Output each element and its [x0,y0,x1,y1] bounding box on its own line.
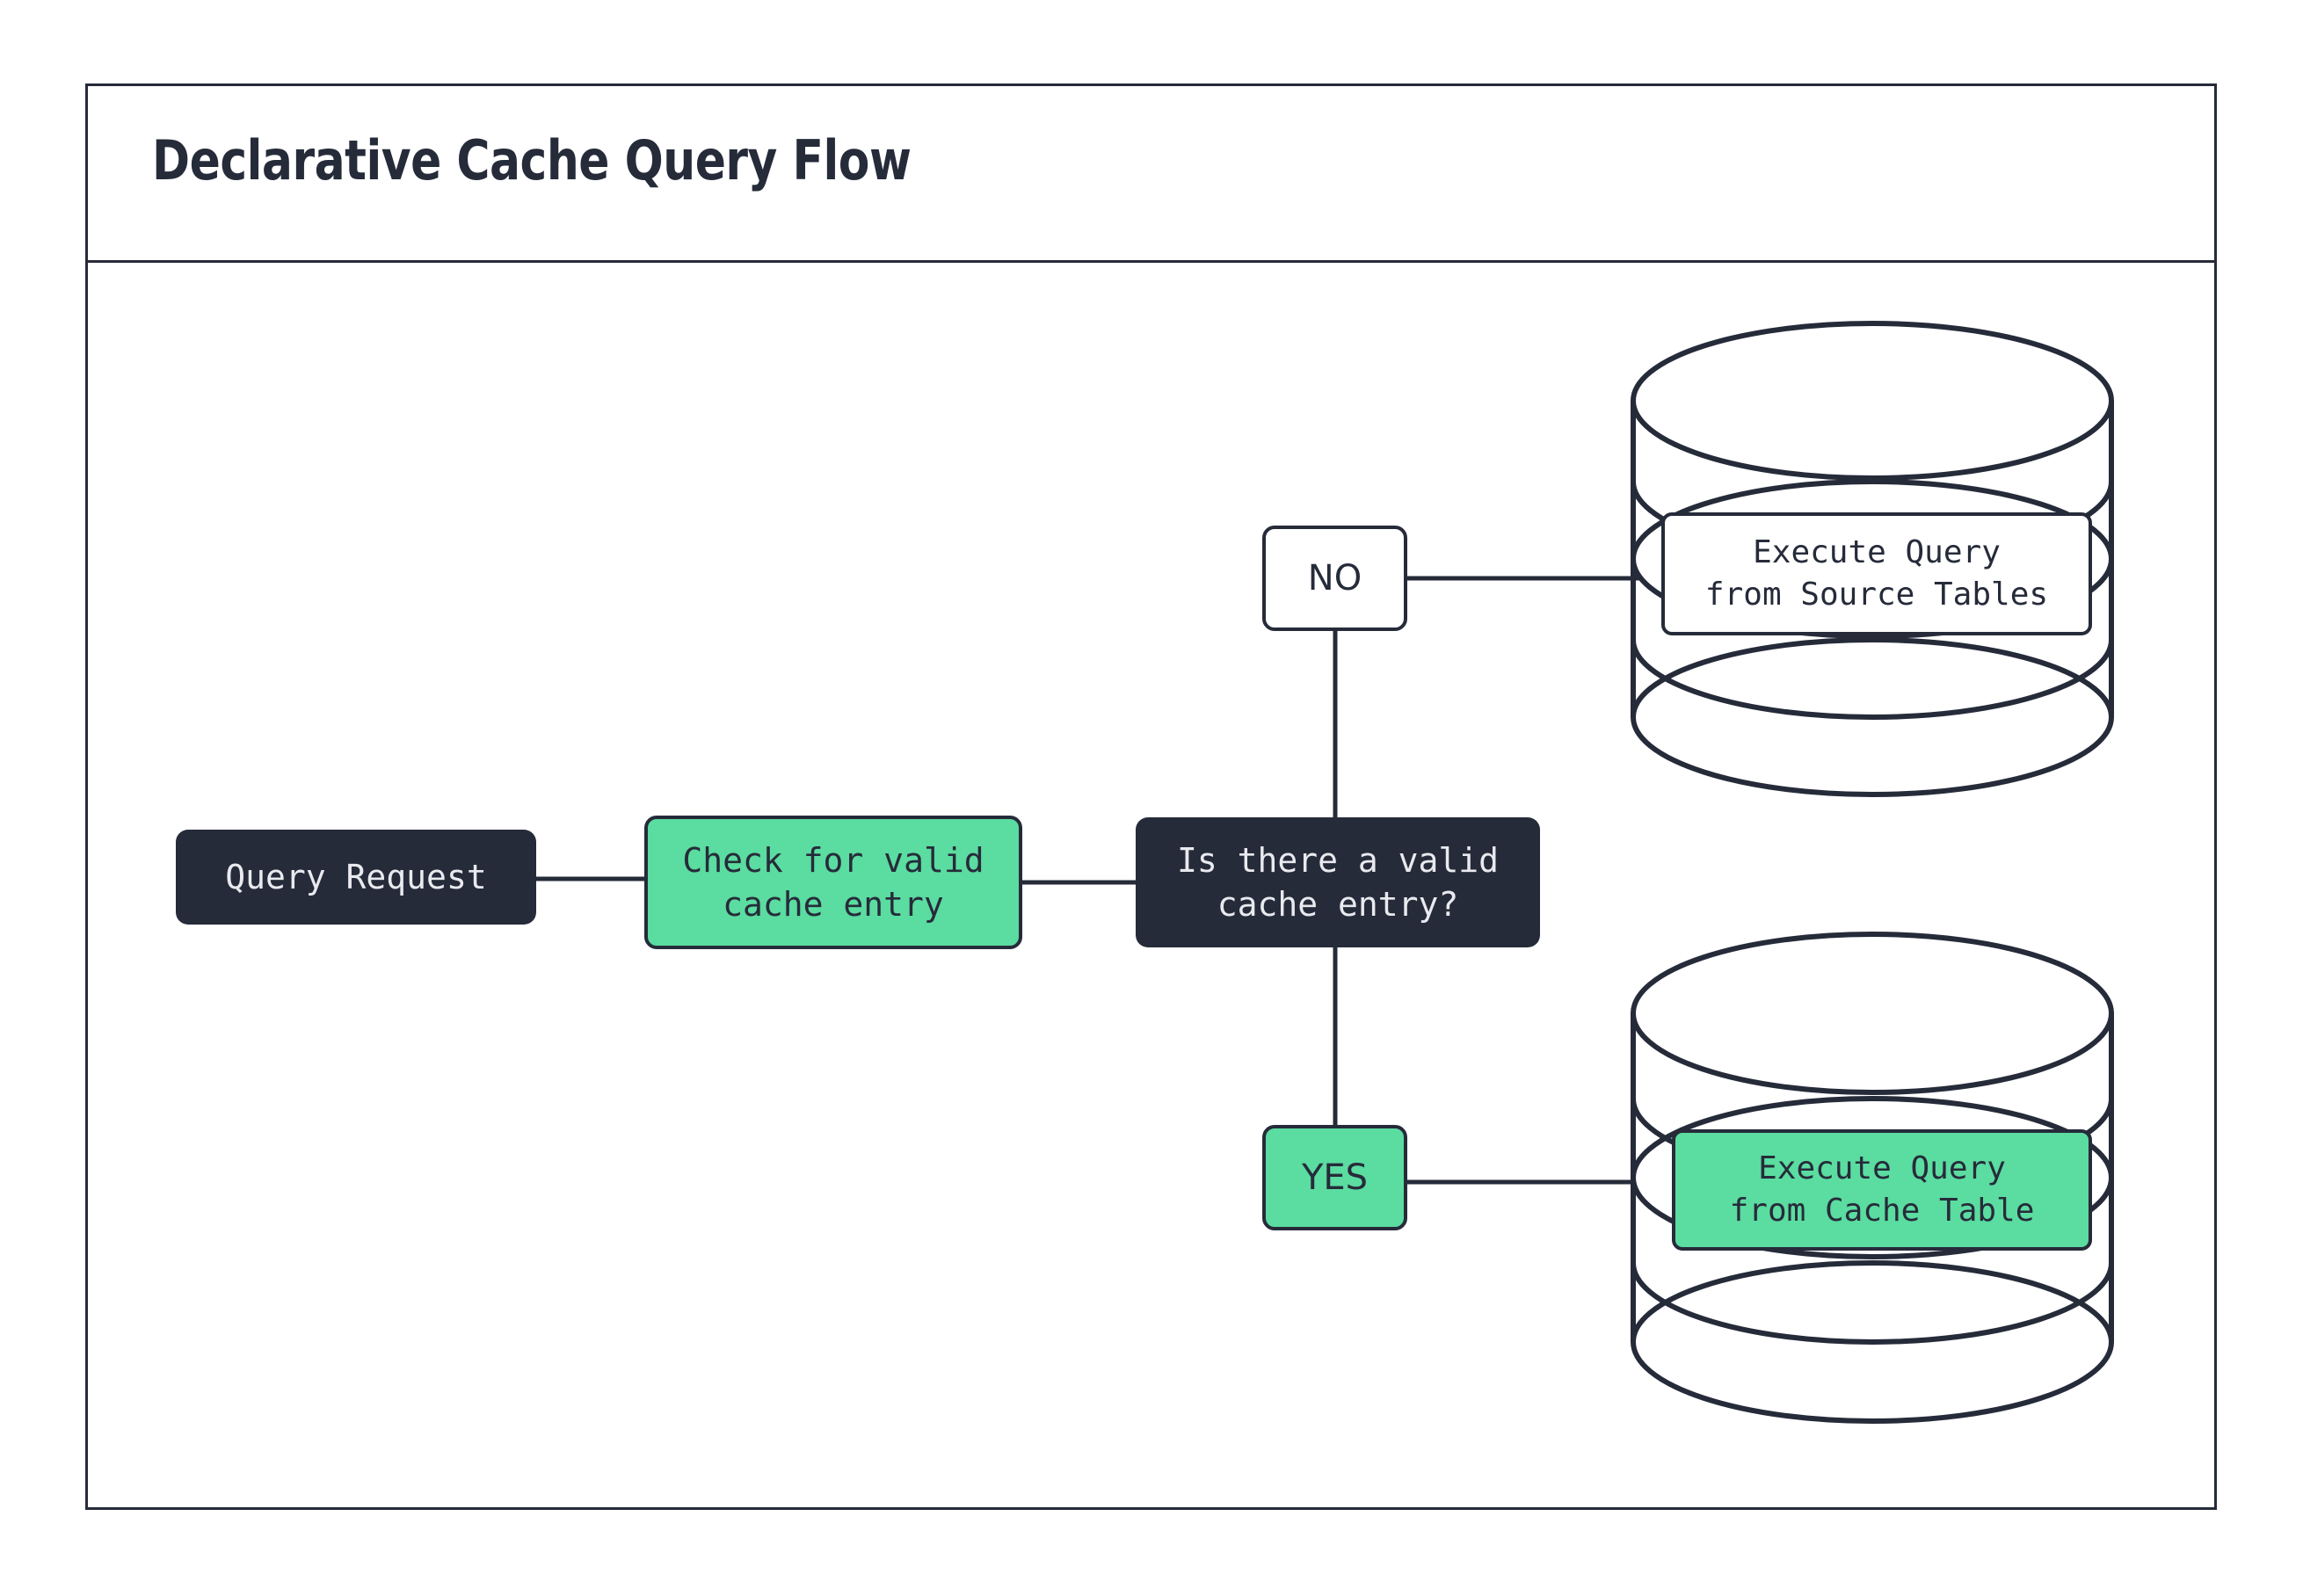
cylinder-label-source-tables: Execute Query from Source Tables [1661,512,2092,635]
node-check-for-valid-cache-entry[interactable]: Check for valid cache entry [644,816,1022,949]
cylinder-label-cache-table: Execute Query from Cache Table [1672,1129,2092,1251]
branch-label-yes[interactable]: YES [1262,1125,1407,1230]
page-title: Declarative Cache Query Flow [152,128,912,192]
branch-label-no[interactable]: NO [1262,526,1407,631]
node-decision-is-there-a-valid-cache-entry[interactable]: Is there a valid cache entry? [1136,817,1540,947]
title-bar: Declarative Cache Query Flow [88,86,2214,263]
node-query-request[interactable]: Query Request [176,830,536,925]
